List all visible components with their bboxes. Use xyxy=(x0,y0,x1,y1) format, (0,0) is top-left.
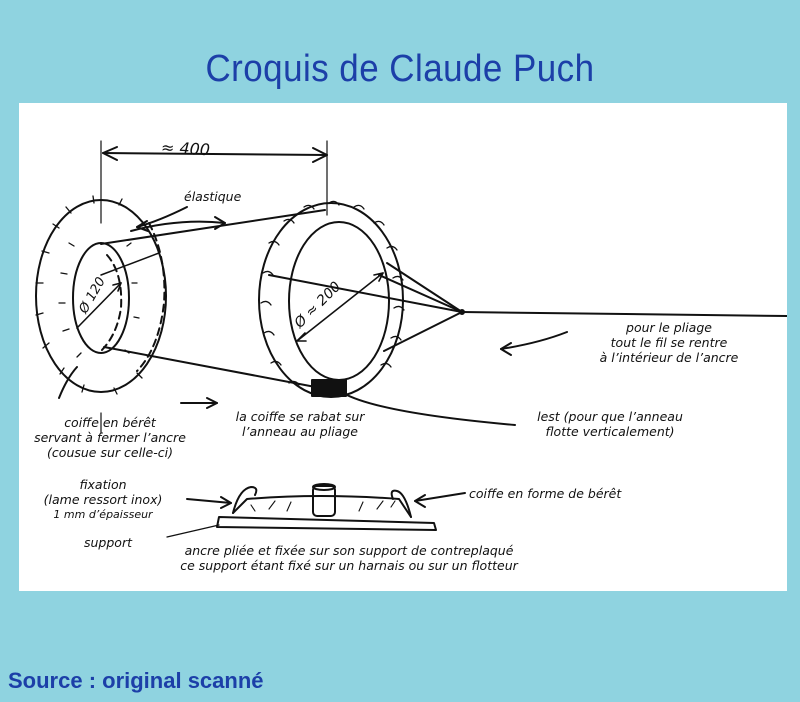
lest-weight xyxy=(311,379,347,397)
lest-line-1: lest (pour que l’anneau xyxy=(537,409,683,424)
coiffe-forme-arrow xyxy=(414,492,466,502)
pliage-line-3: à l’intérieur de l’ancre xyxy=(599,350,739,365)
dim-400-label: ≈ 400 xyxy=(160,137,211,160)
rabat-label: la coiffe se rabat sur l’anneau au pliag… xyxy=(215,409,385,439)
coiffe-curved-arrow xyxy=(130,220,226,232)
lest-line-2: flotte verticalement) xyxy=(545,424,675,439)
sketch-panel: ≈ 400 Ø 120 Ø ≈ 200 élastique pour le pl… xyxy=(19,103,787,591)
fixation-arrow xyxy=(186,498,232,504)
rabat-line-2: l’anneau au pliage xyxy=(242,424,358,439)
lest-label: lest (pour que l’anneau flotte verticale… xyxy=(515,409,705,439)
support-board xyxy=(216,516,437,531)
coiffe-label: coiffe en bérêt servant à fermer l’ancre… xyxy=(24,415,196,460)
coiffe-ring-inner xyxy=(72,242,130,354)
dim-400-line xyxy=(102,152,328,156)
fixation-line-1: fixation xyxy=(79,477,127,492)
tether-line xyxy=(461,311,787,317)
fixation-clip-right xyxy=(390,489,412,518)
fixation-label: fixation (lame ressort inox) 1 mm d’épai… xyxy=(33,477,173,522)
rabat-line-1: la coiffe se rabat sur xyxy=(235,409,365,424)
pliage-line-1: pour le pliage xyxy=(626,320,712,335)
coiffe-forme-label: coiffe en forme de bérêt xyxy=(469,486,622,501)
coiffe-line-2: servant à fermer l’ancre xyxy=(34,430,186,445)
page-title: Croquis de Claude Puch xyxy=(205,48,595,90)
ancre-line-2: ce support étant fixé sur un harnais ou … xyxy=(180,558,518,573)
bridle-3 xyxy=(383,311,463,352)
fixation-line-2: (lame ressort inox) xyxy=(43,492,163,507)
cone-line-bottom xyxy=(103,346,327,390)
anchor-ring-inner xyxy=(288,221,390,381)
dim-120-line xyxy=(76,282,122,329)
lest-leader xyxy=(342,392,516,426)
elastique-label: élastique xyxy=(184,189,242,204)
anchor-folded xyxy=(232,495,412,518)
coiffe-ring-outer xyxy=(35,199,167,393)
pliage-label: pour le pliage tout le fil se rentre à l… xyxy=(569,320,769,365)
coiffe-line-1: coiffe en bérêt xyxy=(64,415,156,430)
fixation-clip-left xyxy=(232,486,258,514)
bridle-1 xyxy=(268,274,463,313)
dim-400-arrow-left xyxy=(102,146,118,161)
elastic-dashed xyxy=(136,222,166,372)
coiffe-leader xyxy=(58,366,78,399)
coiffe-line-3: (cousue sur celle-ci) xyxy=(47,445,173,460)
bridle-4 xyxy=(386,262,463,313)
ancre-caption: ancre pliée et fixée sur son support de … xyxy=(159,543,539,573)
anchor-sketch xyxy=(35,140,787,538)
source-caption: Source : original scanné xyxy=(8,668,264,693)
pliage-arrow xyxy=(500,331,568,350)
fixation-line-3: 1 mm d’épaisseur xyxy=(53,508,153,521)
cone-line-top xyxy=(100,209,326,245)
bridle-2 xyxy=(378,274,463,313)
support-leader xyxy=(166,524,220,538)
dim-200-line xyxy=(296,272,384,342)
ancre-line-1: ancre pliée et fixée sur son support de … xyxy=(184,543,514,558)
pliage-line-2: tout le fil se rentre xyxy=(610,335,728,350)
anchor-post xyxy=(312,485,336,517)
support-label: support xyxy=(84,535,132,550)
